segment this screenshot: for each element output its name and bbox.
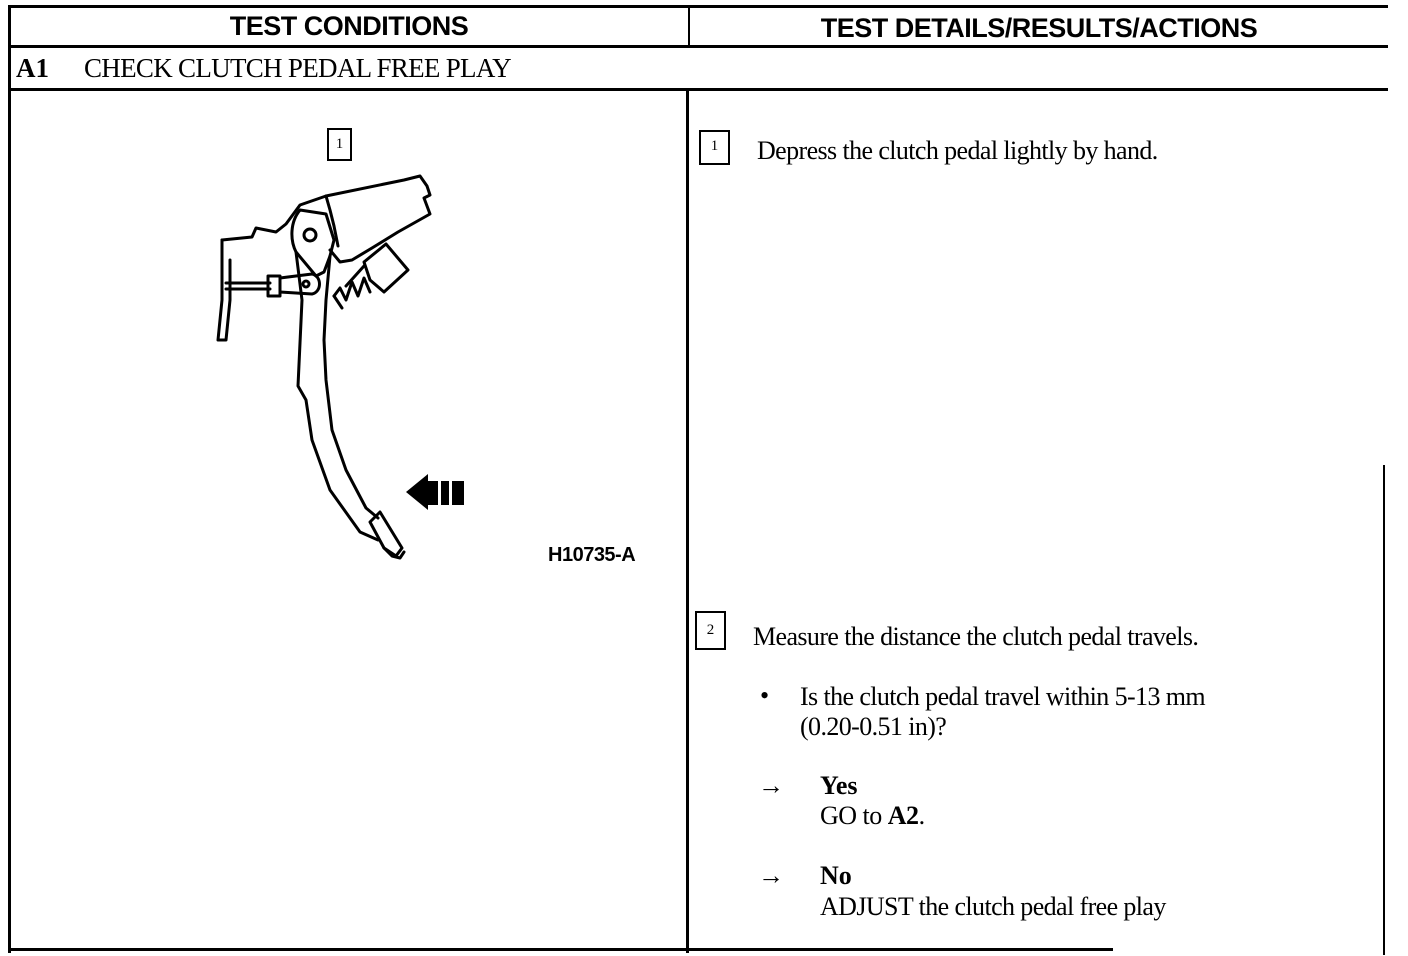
yes-action: GO to A2. bbox=[820, 800, 925, 831]
header-right-title: TEST DETAILS/RESULTS/ACTIONS bbox=[820, 13, 1258, 43]
step-1-marker: 1 bbox=[699, 130, 730, 165]
question-line-1: Is the clutch pedal travel within 5-13 m… bbox=[800, 682, 1206, 711]
yes-action-suffix: . bbox=[918, 801, 926, 830]
no-action: ADJUST the clutch pedal free play bbox=[820, 892, 1166, 921]
table-top-rule bbox=[8, 5, 1388, 8]
question-bullet: • bbox=[760, 681, 770, 710]
header-bottom-rule bbox=[8, 45, 1388, 48]
yes-arrow-icon: → bbox=[758, 771, 784, 800]
table-right-rule bbox=[1383, 465, 1385, 955]
header-divider bbox=[688, 5, 690, 48]
figure-code: H10735-A bbox=[548, 544, 636, 566]
section-bottom-rule bbox=[8, 88, 1388, 91]
section-title: CHECK CLUTCH PEDAL FREE PLAY bbox=[84, 53, 512, 83]
yes-action-prefix: GO to bbox=[820, 801, 888, 830]
step-2-text: Measure the distance the clutch pedal tr… bbox=[753, 622, 1199, 651]
header-left-title: TEST CONDITIONS bbox=[229, 11, 469, 41]
no-arrow-icon: → bbox=[758, 861, 784, 890]
figure-step-marker: 1 bbox=[327, 128, 352, 161]
question-line-2: (0.20-0.51 in)? bbox=[800, 712, 947, 741]
table-bottom-rule bbox=[8, 948, 1113, 951]
yes-answer: Yes bbox=[820, 771, 858, 800]
table-left-rule bbox=[8, 5, 11, 953]
step-1-text: Depress the clutch pedal lightly by hand… bbox=[757, 136, 1158, 165]
no-answer: No bbox=[820, 861, 852, 890]
clutch-pedal-illustration bbox=[216, 174, 464, 560]
section-code: A1 bbox=[16, 53, 49, 83]
column-divider bbox=[686, 91, 689, 953]
yes-action-reference: A2 bbox=[887, 801, 919, 830]
step-2-marker: 2 bbox=[695, 611, 726, 650]
